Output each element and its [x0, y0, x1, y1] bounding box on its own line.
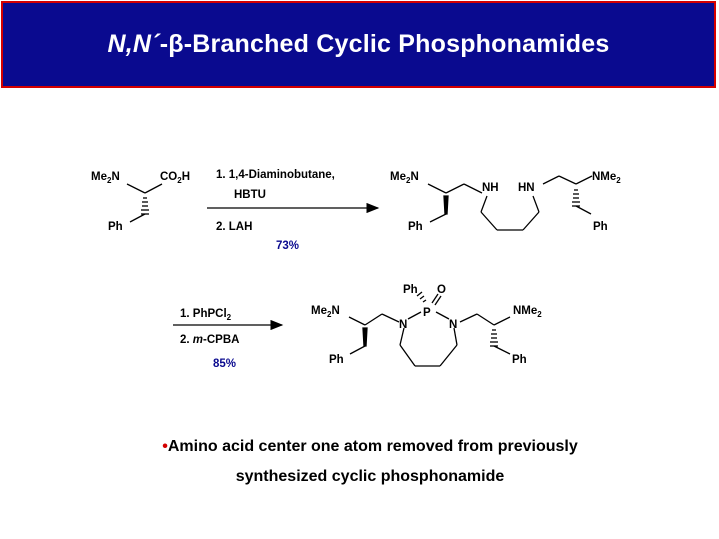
step1-reagent1: 1. 1,4-Diaminobutane, — [216, 169, 335, 181]
bullet-line-1: •Amino acid center one atom removed from… — [110, 432, 630, 462]
cyclic-n-right-label: N — [449, 319, 457, 331]
diamine-product — [427, 175, 593, 231]
sm-co2h-label: CO2H — [160, 171, 190, 185]
step2-reagent1: 1. PhPCl2 — [180, 308, 232, 322]
cyclic-n-left-label: N — [399, 319, 407, 331]
cyclic-nme2-label: NMe2 — [513, 305, 542, 319]
diamine-me2n-label: Me2N — [390, 171, 419, 185]
slide-title: N,N´-β-Branched Cyclic Phosphonamides — [108, 30, 610, 59]
step1-yield: 73% — [276, 240, 299, 252]
cyclic-p-label: P — [423, 307, 431, 319]
title-bar: N,N´-β-Branched Cyclic Phosphonamides — [1, 1, 716, 88]
bullet-point: •Amino acid center one atom removed from… — [110, 432, 630, 492]
diamine-hn-label: HN — [518, 182, 535, 194]
cyclic-me2n-label: Me2N — [311, 305, 340, 319]
bullet-dot: • — [162, 438, 168, 455]
diamine-nh-label: NH — [482, 182, 499, 194]
diamine-ph-left-label: Ph — [408, 221, 423, 233]
cyclic-phosphonamide — [348, 291, 511, 367]
starting-material — [126, 183, 163, 223]
title-main-part: -β-Branched Cyclic Phosphonamides — [159, 30, 610, 58]
cyclic-ph-p-label: Ph — [403, 284, 418, 296]
cyclic-ph-left-label: Ph — [329, 354, 344, 366]
cyclic-o-label: O — [437, 284, 446, 296]
sm-ph-label: Ph — [108, 221, 123, 233]
step2-reagent2: 2. m-CPBA — [180, 334, 239, 346]
step1-reagent2: 2. LAH — [216, 221, 252, 233]
title-italic-part: N,N´ — [107, 30, 160, 58]
diamine-ph-right-label: Ph — [593, 221, 608, 233]
sm-me2n-label: Me2N — [91, 171, 120, 185]
cyclic-ph-right-label: Ph — [512, 354, 527, 366]
step1-reagent1b: HBTU — [234, 189, 266, 201]
step2-yield: 85% — [213, 358, 236, 370]
bullet-line-2: synthesized cyclic phosphonamide — [235, 468, 505, 485]
diamine-nme2-label: NMe2 — [592, 171, 621, 185]
bullet-text-1: Amino acid center one atom removed from … — [167, 438, 578, 455]
